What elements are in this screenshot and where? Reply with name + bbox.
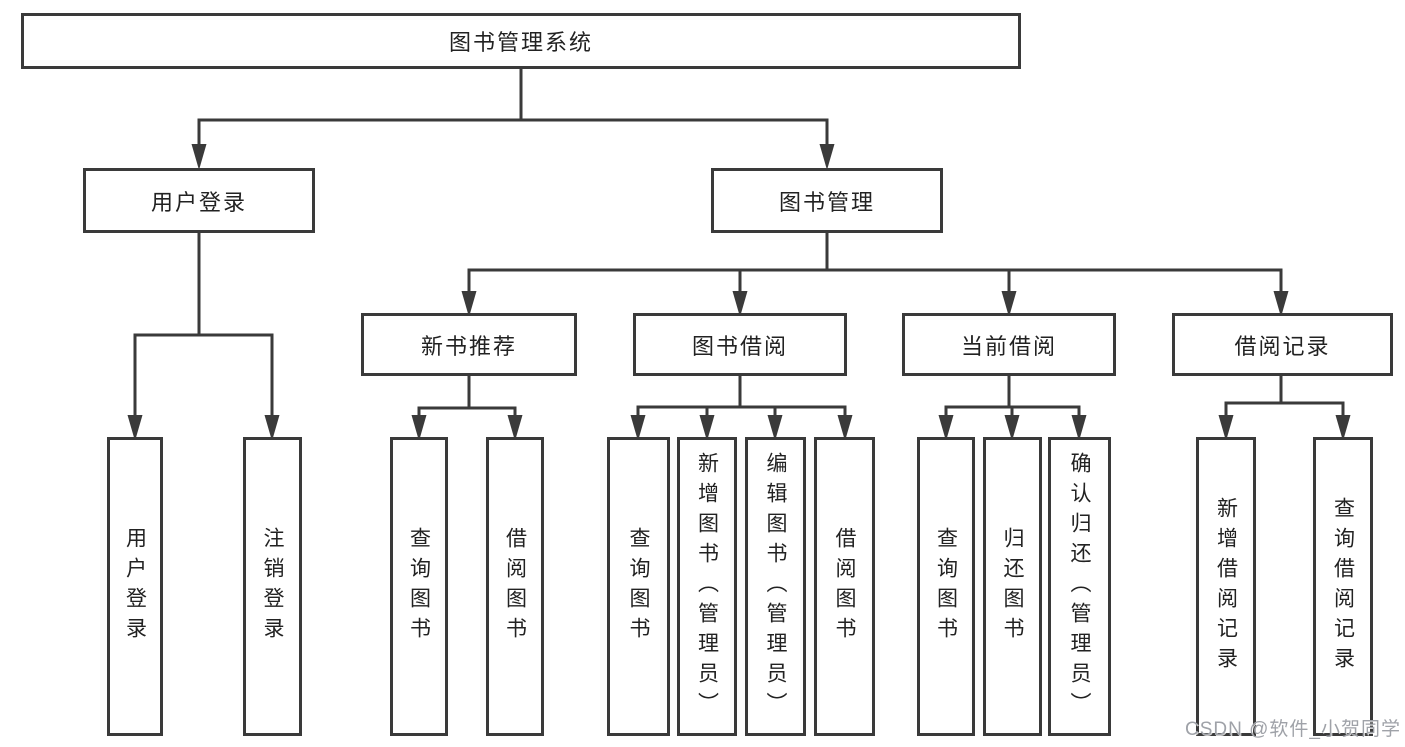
connector-path (133, 69, 1345, 421)
node-user-login-action: 用户登录 (107, 437, 163, 736)
node-return-books: 归还图书 (983, 437, 1042, 736)
node-query-borrowing-record: 查询借阅记录 (1313, 437, 1373, 736)
arrowhead-icon (507, 415, 523, 441)
node-query-books-recommend: 查询图书 (390, 437, 448, 736)
node-new-book-recommendation: 新书推荐 (361, 313, 577, 376)
arrowhead-icon (461, 291, 477, 317)
arrowhead-icon (819, 144, 835, 170)
arrowhead-icon (1273, 291, 1289, 317)
node-user-login: 用户登录 (83, 168, 315, 233)
node-book-borrowing: 图书借阅 (633, 313, 847, 376)
node-query-books-borrow: 查询图书 (607, 437, 670, 736)
arrowhead-icons (127, 144, 1351, 441)
node-current-borrowing: 当前借阅 (902, 313, 1116, 376)
arrowhead-icon (938, 415, 954, 441)
arrowhead-icon (411, 415, 427, 441)
node-library-system: 图书管理系统 (21, 13, 1021, 69)
arrowhead-icon (264, 415, 280, 441)
arrowhead-icon (1335, 415, 1351, 441)
arrowhead-icon (1001, 291, 1017, 317)
arrowhead-icon (732, 291, 748, 317)
node-borrow-books-borrow: 借阅图书 (814, 437, 875, 736)
node-book-management: 图书管理 (711, 168, 943, 233)
node-add-borrowing-record: 新增借阅记录 (1196, 437, 1256, 736)
node-logout: 注销登录 (243, 437, 302, 736)
node-add-book-admin: 新增图书（管理员） (677, 437, 737, 736)
node-confirm-return-admin: 确认归还（管理员） (1048, 437, 1111, 736)
node-edit-book-admin: 编辑图书（管理员） (745, 437, 806, 736)
arrowhead-icon (127, 415, 143, 441)
arrowhead-icon (1071, 415, 1087, 441)
arrowhead-icon (630, 415, 646, 441)
arrowhead-icon (699, 415, 715, 441)
arrowhead-icon (767, 415, 783, 441)
arrowhead-icon (191, 144, 207, 170)
node-query-books-current: 查询图书 (917, 437, 975, 736)
arrowhead-icon (837, 415, 853, 441)
node-borrowing-records: 借阅记录 (1172, 313, 1393, 376)
arrowhead-icon (1004, 415, 1020, 441)
arrowhead-icon (1218, 415, 1234, 441)
watermark-text: CSDN @软件_小贺同学 (1185, 719, 1401, 740)
node-borrow-books-recommend: 借阅图书 (486, 437, 544, 736)
